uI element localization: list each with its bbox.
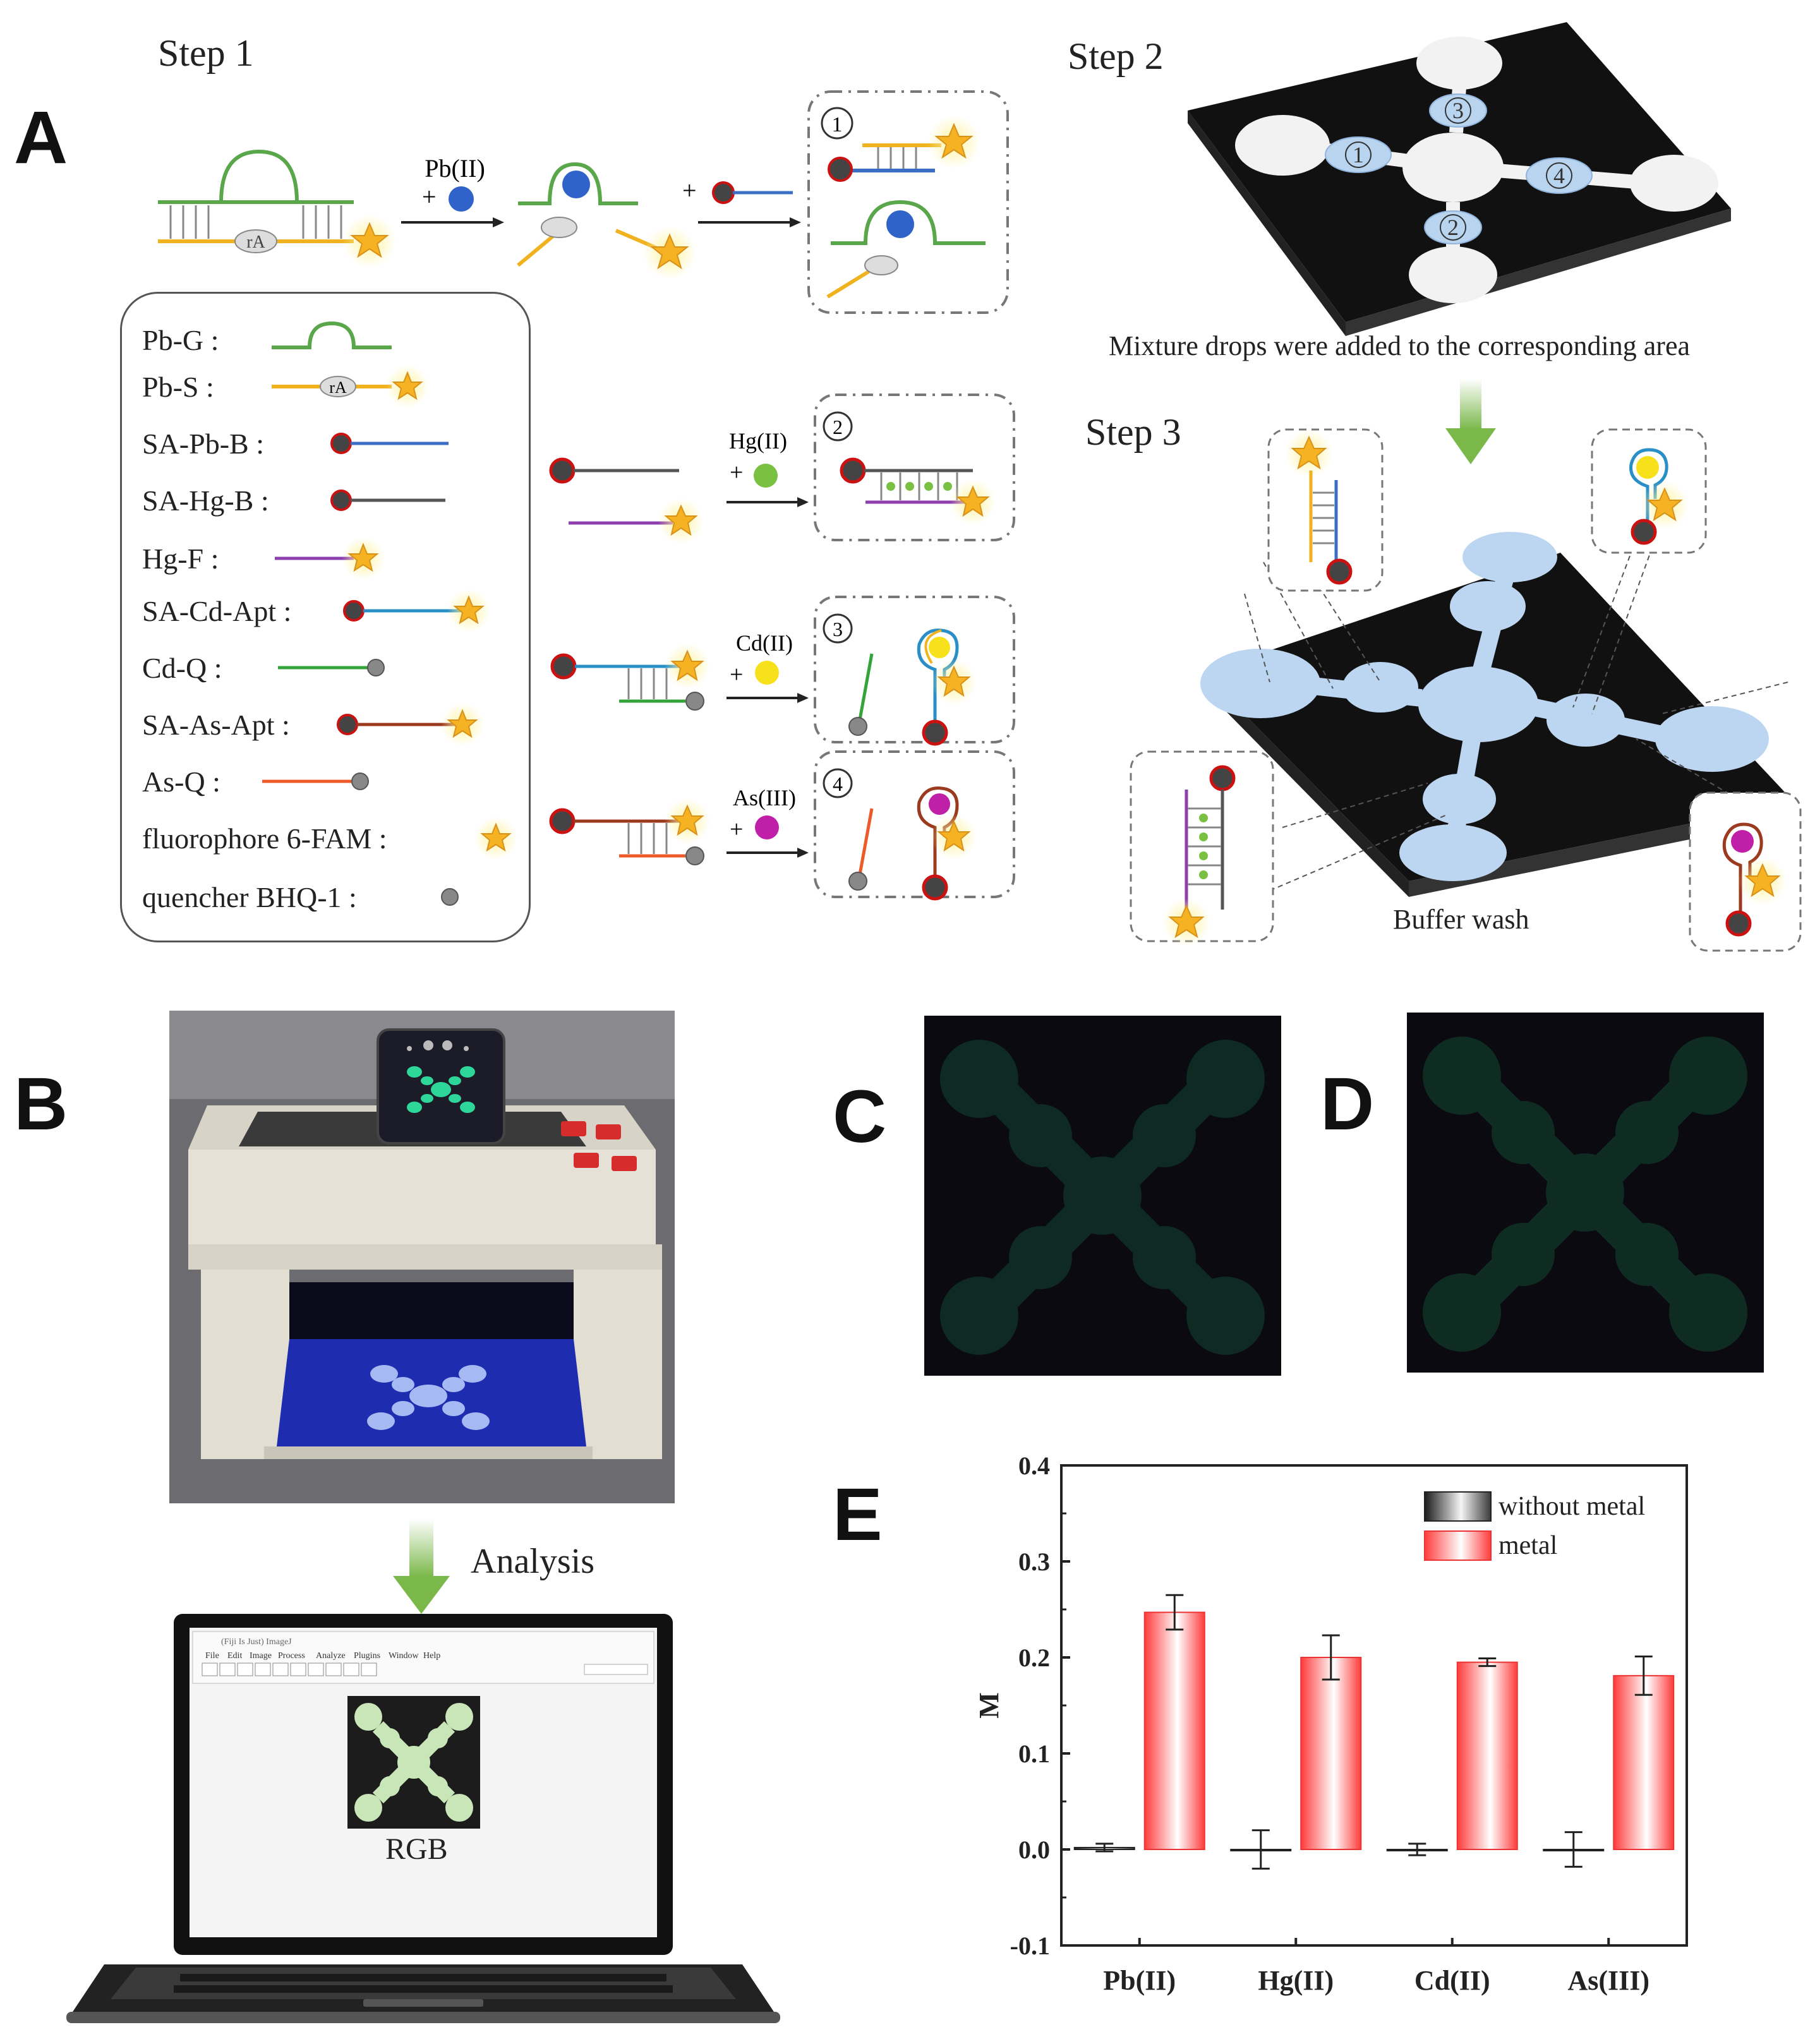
svg-text:Plugins: Plugins (354, 1651, 380, 1661)
x-tick-label: Hg(II) (1258, 1965, 1334, 1996)
svg-text:4: 4 (1553, 163, 1565, 188)
legend-label: metal (1498, 1531, 1557, 1560)
bar-chart-e: -0.1 0.0 0.1 0.2 0.3 0.4M Pb(II) Hg(II) Cd(II) As… (974, 1453, 1688, 1996)
rgb-label: RGB (385, 1832, 448, 1866)
hg-ion-label: Hg(II) (729, 428, 787, 454)
svg-text:3: 3 (833, 618, 843, 640)
y-tick-label: 0.3 (1018, 1548, 1050, 1576)
svg-text:1: 1 (832, 113, 843, 136)
step2-caption: Mixture drops were added to the correspo… (1109, 330, 1691, 361)
svg-text:2: 2 (1447, 215, 1459, 240)
panel-letter-a: A (14, 96, 68, 179)
svg-text:2: 2 (833, 416, 843, 438)
step2-title: Step 2 (1068, 35, 1164, 77)
step3-title: Step 3 (1085, 411, 1181, 453)
svg-text:(Fiji Is Just) ImageJ: (Fiji Is Just) ImageJ (221, 1637, 292, 1647)
y-tick-label: 0.2 (1018, 1644, 1050, 1672)
svg-text:3: 3 (1452, 98, 1464, 123)
svg-text:Edit: Edit (227, 1651, 242, 1661)
legend-label-fluorophore: fluorophore 6-FAM : (142, 822, 387, 855)
panel-letter-b: B (14, 1062, 68, 1146)
legend-label-pb-s: Pb-S : (142, 371, 214, 403)
x-tick-label: Cd(II) (1414, 1965, 1490, 1996)
analysis-label: Analysis (471, 1542, 594, 1581)
y-tick-label: -0.1 (1010, 1932, 1050, 1960)
bar (1456, 1661, 1518, 1850)
down-arrow-icon (1445, 379, 1496, 464)
y-tick-label: 0.1 (1018, 1740, 1050, 1768)
bar (1300, 1657, 1362, 1850)
cd-ion-label: Cd(II) (736, 630, 793, 656)
legend-label-pb-g: Pb-G : (142, 324, 219, 356)
legend-label-cd-q: Cd-Q : (142, 652, 222, 684)
chip-image-c (924, 1016, 1281, 1376)
step3-chip (1130, 428, 1802, 952)
analysis-arrow-icon (393, 1519, 450, 1614)
svg-text:Help: Help (423, 1651, 440, 1661)
step1-reactions-2-4: Hg(II) + 2 Cd(II) + 3 As(III) + 4 (537, 394, 1015, 954)
bar (1613, 1674, 1675, 1850)
legend-label-as-q: As-Q : (142, 766, 220, 798)
panel-letter-e: E (833, 1473, 883, 1556)
pb-ion-label: Pb(II) (425, 154, 485, 183)
legend-swatch (1424, 1491, 1492, 1522)
legend-icons: rA (262, 321, 518, 906)
panel-letter-c: C (833, 1075, 887, 1158)
svg-text:Window: Window (389, 1651, 419, 1661)
legend-swatch (1424, 1530, 1492, 1561)
svg-text:+: + (682, 176, 697, 205)
y-axis-label: M (974, 1692, 1004, 1719)
legend-label-sa-as-apt: SA-As-Apt : (142, 709, 290, 741)
legend-label-sa-cd-apt: SA-Cd-Apt : (142, 595, 292, 627)
chip-image-d (1407, 1013, 1764, 1373)
as-ion-label: As(III) (733, 785, 796, 810)
svg-text:Image: Image (250, 1651, 272, 1661)
legend-label-sa-pb-b: SA-Pb-B : (142, 428, 264, 460)
svg-text:4: 4 (833, 773, 843, 795)
svg-text:+: + (422, 183, 437, 211)
device-photo (169, 1011, 675, 1503)
step2-chip: 1 2 3 4 (1188, 22, 1731, 336)
step1-title: Step 1 (158, 32, 254, 74)
svg-text:+: + (730, 816, 743, 843)
svg-text:+: + (730, 459, 743, 486)
x-tick-label: As(III) (1567, 1965, 1649, 1996)
svg-text:Process: Process (278, 1651, 305, 1661)
bar (1143, 1611, 1205, 1850)
svg-text:rA: rA (329, 378, 347, 397)
y-tick-label: 0.0 (1018, 1836, 1050, 1864)
legend-label-hg-f: Hg-F : (142, 543, 219, 575)
svg-text:File: File (205, 1651, 219, 1661)
svg-text:1: 1 (1353, 142, 1364, 167)
ra-tag: rA (246, 232, 265, 252)
legend-label-quencher: quencher BHQ-1 : (142, 881, 357, 913)
laptop-illustration: (Fiji Is Just) ImageJ File Edit Image Pr… (66, 1614, 780, 2023)
step3-caption: Buffer wash (1393, 904, 1529, 935)
y-tick-label: 0.4 (1018, 1453, 1050, 1480)
legend-label-sa-hg-b: SA-Hg-B : (142, 484, 269, 517)
svg-text:Analyze: Analyze (316, 1651, 346, 1661)
panel-letter-d: D (1320, 1062, 1375, 1146)
x-tick-label: Pb(II) (1103, 1965, 1176, 1996)
step1-pb-reaction: rA Pb(II) + + 1 (158, 90, 1009, 314)
svg-text:+: + (730, 661, 743, 688)
legend-label: without metal (1498, 1492, 1645, 1521)
